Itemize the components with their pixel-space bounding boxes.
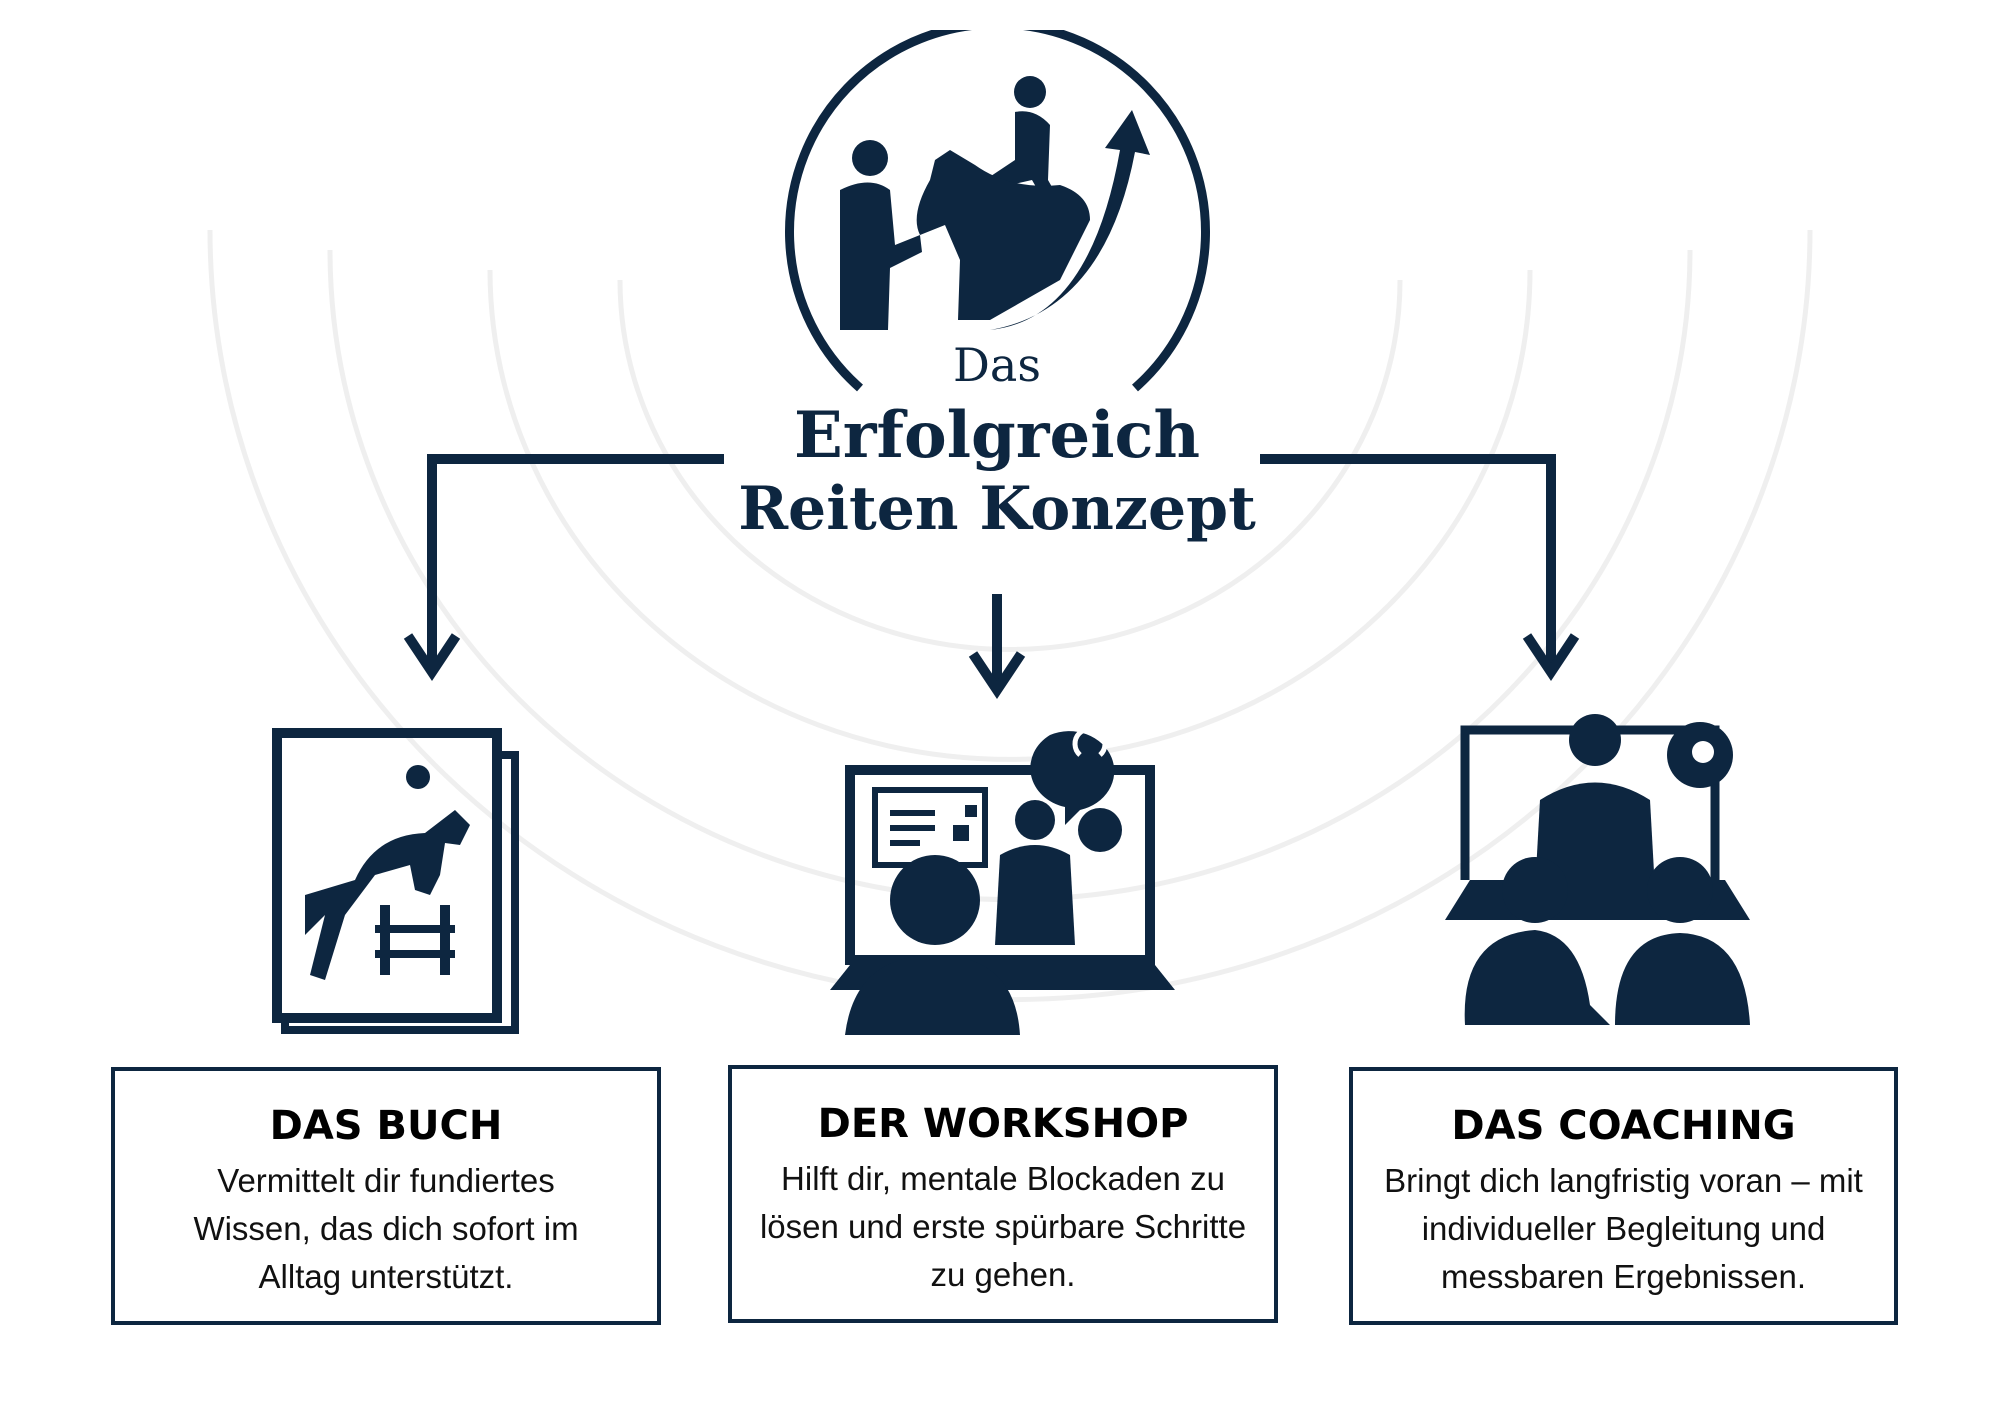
card-coaching-text: Bringt dich langfristig voran – mit indi… xyxy=(1384,1162,1863,1295)
card-workshop: DER WORKSHOP Hilft dir, mentale Blockade… xyxy=(728,1065,1278,1323)
arrow-right-head xyxy=(1522,633,1580,682)
book-horse-icon xyxy=(272,728,519,1034)
coaching-icon xyxy=(1445,714,1750,1025)
trainer-icon xyxy=(840,140,922,330)
card-workshop-title: DER WORKSHOP xyxy=(817,1101,1189,1147)
card-workshop-text: Hilft dir, mentale Blockaden zu lösen un… xyxy=(759,1160,1247,1293)
arrow-right xyxy=(1260,454,1556,672)
laptop-workshop-icon xyxy=(830,726,1175,1035)
logo-line-1: Das xyxy=(953,338,1041,392)
arrow-left xyxy=(427,454,724,672)
card-book: DAS BUCH Vermittelt dir fundiertes Wisse… xyxy=(111,1067,661,1325)
logo-line-3: Reiten Konzept xyxy=(738,474,1256,544)
horse-rider-icon xyxy=(916,76,1090,320)
card-coaching-title: DAS COACHING xyxy=(1451,1103,1796,1149)
logo-line-2: Erfolgreich xyxy=(793,398,1201,473)
card-book-text: Vermittelt dir fundiertes Wissen, das di… xyxy=(193,1162,579,1295)
card-coaching: DAS COACHING Bringt dich langfristig vor… xyxy=(1349,1067,1898,1325)
card-book-title: DAS BUCH xyxy=(269,1103,503,1149)
growth-arrow-icon xyxy=(990,110,1150,330)
arrow-center-head xyxy=(968,651,1026,700)
flow-arrows xyxy=(403,454,1580,700)
arrow-left-head xyxy=(403,633,461,682)
logo-emblem xyxy=(785,30,1210,392)
